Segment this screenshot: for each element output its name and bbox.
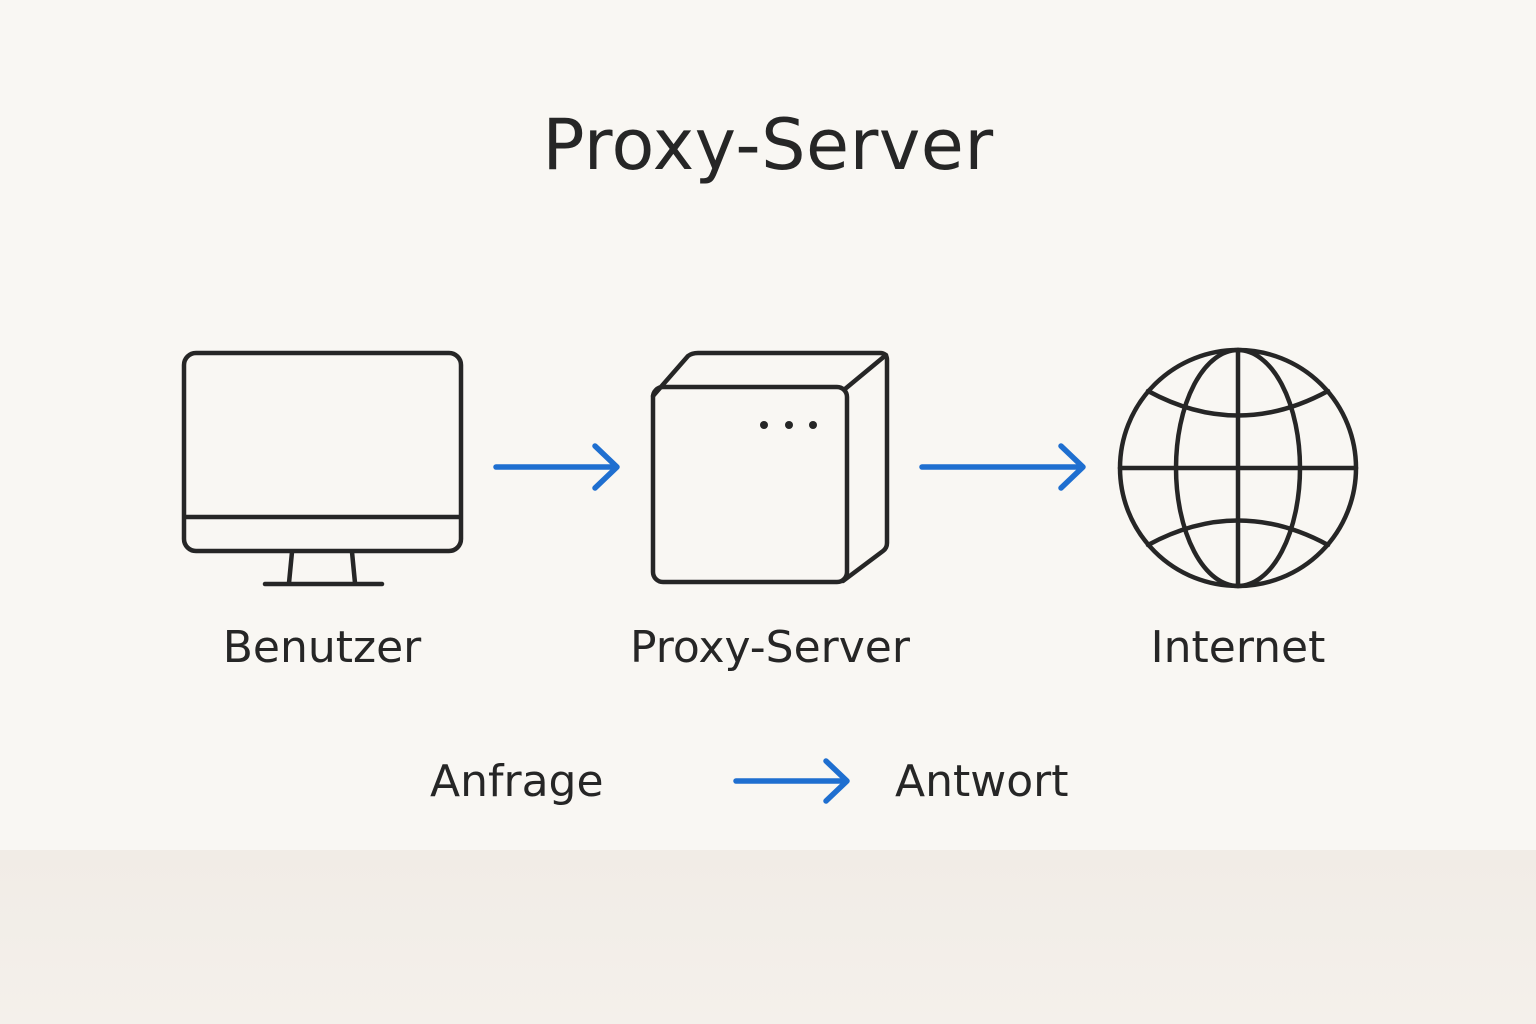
arrow-user-to-proxy bbox=[493, 443, 620, 491]
server-box-icon bbox=[650, 350, 890, 585]
node-label-proxy: Proxy-Server bbox=[630, 622, 910, 673]
diagram-title: Proxy-Server bbox=[542, 104, 994, 186]
arrow-proxy-to-internet bbox=[919, 443, 1086, 491]
globe-icon bbox=[1117, 347, 1359, 589]
legend-response-label: Antwort bbox=[895, 756, 1069, 807]
legend-arrow bbox=[733, 758, 850, 804]
node-label-internet: Internet bbox=[1150, 622, 1326, 673]
monitor-icon bbox=[181, 350, 464, 587]
legend-request-label: Anfrage bbox=[430, 756, 604, 807]
node-label-user: Benutzer bbox=[222, 622, 422, 673]
floor-band bbox=[0, 850, 1536, 1024]
